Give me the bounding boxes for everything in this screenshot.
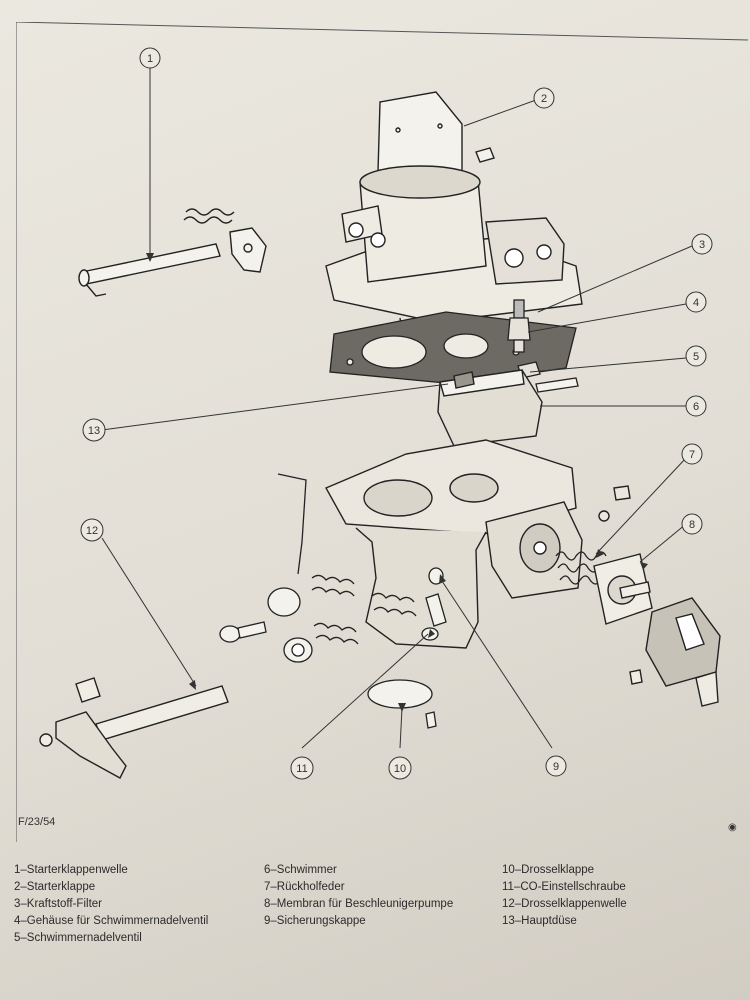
- callout-arrowheads: [146, 253, 648, 712]
- callout-3: 3: [691, 233, 713, 255]
- legend-item: 11–CO-Einstellschraube: [502, 881, 626, 893]
- part-pump-diaphragm: [593, 553, 721, 707]
- legend-item: 2–Starterklappe: [14, 881, 96, 893]
- legend-item: 3–Kraftstoff-Filter: [14, 898, 102, 910]
- callout-5: 5: [685, 345, 707, 367]
- callout-8: 8: [681, 513, 703, 535]
- part-starter-flap-shaft: [78, 208, 267, 297]
- frame-top-edge: [16, 22, 748, 41]
- exploded-carburetor-diagram: 1 2 3 4 5 6 7: [16, 22, 748, 842]
- callout-leaders: [101, 66, 693, 749]
- figure-code: F/23/54: [18, 816, 56, 828]
- callout-12-number: 12: [86, 525, 98, 537]
- part-throttle-flap: [367, 679, 437, 729]
- callout-2: 2: [533, 87, 555, 109]
- legend-item: 6–Schwimmer: [264, 864, 337, 876]
- corner-mark: ◉: [728, 822, 737, 833]
- callout-7-number: 7: [689, 449, 695, 461]
- legend-item: 12–Drosselklappenwelle: [502, 898, 627, 910]
- legend-item: 8–Membran für Beschleunigerpumpe: [264, 898, 454, 910]
- callout-11: 11: [290, 756, 314, 780]
- legend-item: 1–Starterklappenwelle: [14, 864, 128, 876]
- legend-item: 10–Drosselklappe: [502, 864, 595, 876]
- callout-7: 7: [681, 443, 703, 465]
- callout-10: 10: [388, 756, 412, 780]
- callout-4-number: 4: [693, 297, 699, 309]
- legend-item: 7–Rückholfeder: [264, 881, 345, 893]
- part-adjusting-screws: [219, 473, 447, 663]
- callout-6: 6: [685, 395, 707, 417]
- callout-11-number: 11: [296, 763, 307, 775]
- legend-item: 4–Gehäuse für Schwimmernadelventil: [14, 915, 209, 927]
- part-carburetor-body: [325, 439, 631, 649]
- legend-column-3: 10–Drosselklappe 11–CO-Einstellschraube …: [502, 862, 627, 930]
- callout-12: 12: [80, 518, 104, 542]
- callout-1-number: 1: [147, 53, 153, 65]
- callout-1: 1: [139, 47, 161, 69]
- callout-10-number: 10: [394, 763, 406, 775]
- legend-column-1: 1–Starterklappenwelle 2–Starterklappe 3–…: [14, 862, 208, 947]
- callout-8-number: 8: [689, 519, 695, 531]
- part-throttle-shaft: [39, 677, 229, 779]
- legend-column-2: 6–Schwimmer 7–Rückholfeder 8–Membran für…: [264, 862, 453, 930]
- callout-4: 4: [685, 291, 707, 313]
- callout-2-number: 2: [541, 93, 547, 105]
- diagram-frame: 1 2 3 4 5 6 7: [16, 22, 748, 842]
- callout-6-number: 6: [693, 401, 699, 413]
- callout-9: 9: [545, 755, 567, 777]
- legend-item: 13–Hauptdüse: [502, 915, 577, 927]
- callout-3-number: 3: [699, 239, 705, 251]
- legend-item: 9–Sicherungskappe: [264, 915, 366, 927]
- callout-13-number: 13: [88, 425, 100, 437]
- part-float: [437, 369, 543, 447]
- callout-5-number: 5: [693, 351, 699, 363]
- callout-9-number: 9: [553, 761, 559, 773]
- legend-item: 5–Schwimmernadelventil: [14, 932, 142, 944]
- callout-13: 13: [82, 418, 106, 442]
